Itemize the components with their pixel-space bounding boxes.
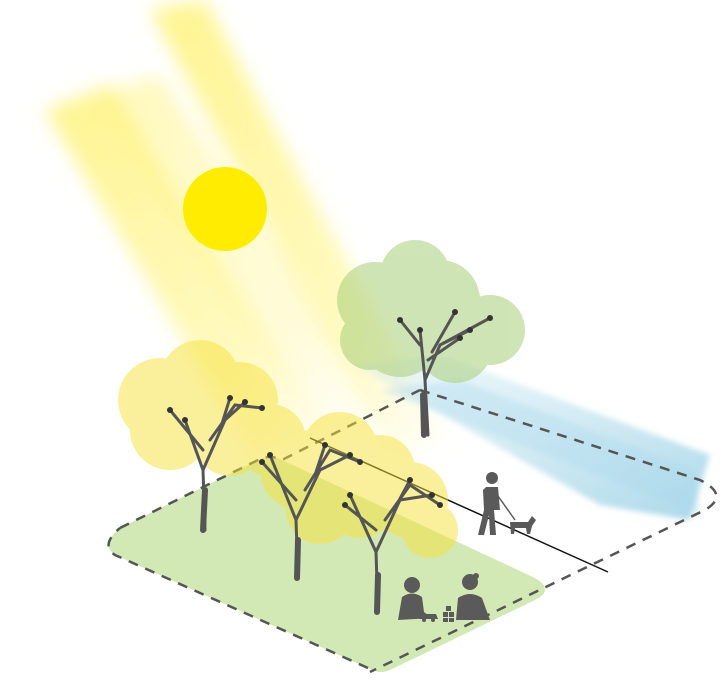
person-walking-dog-icon (478, 472, 536, 535)
shade-tree-canopy (337, 240, 525, 383)
sun-icon (183, 167, 267, 251)
